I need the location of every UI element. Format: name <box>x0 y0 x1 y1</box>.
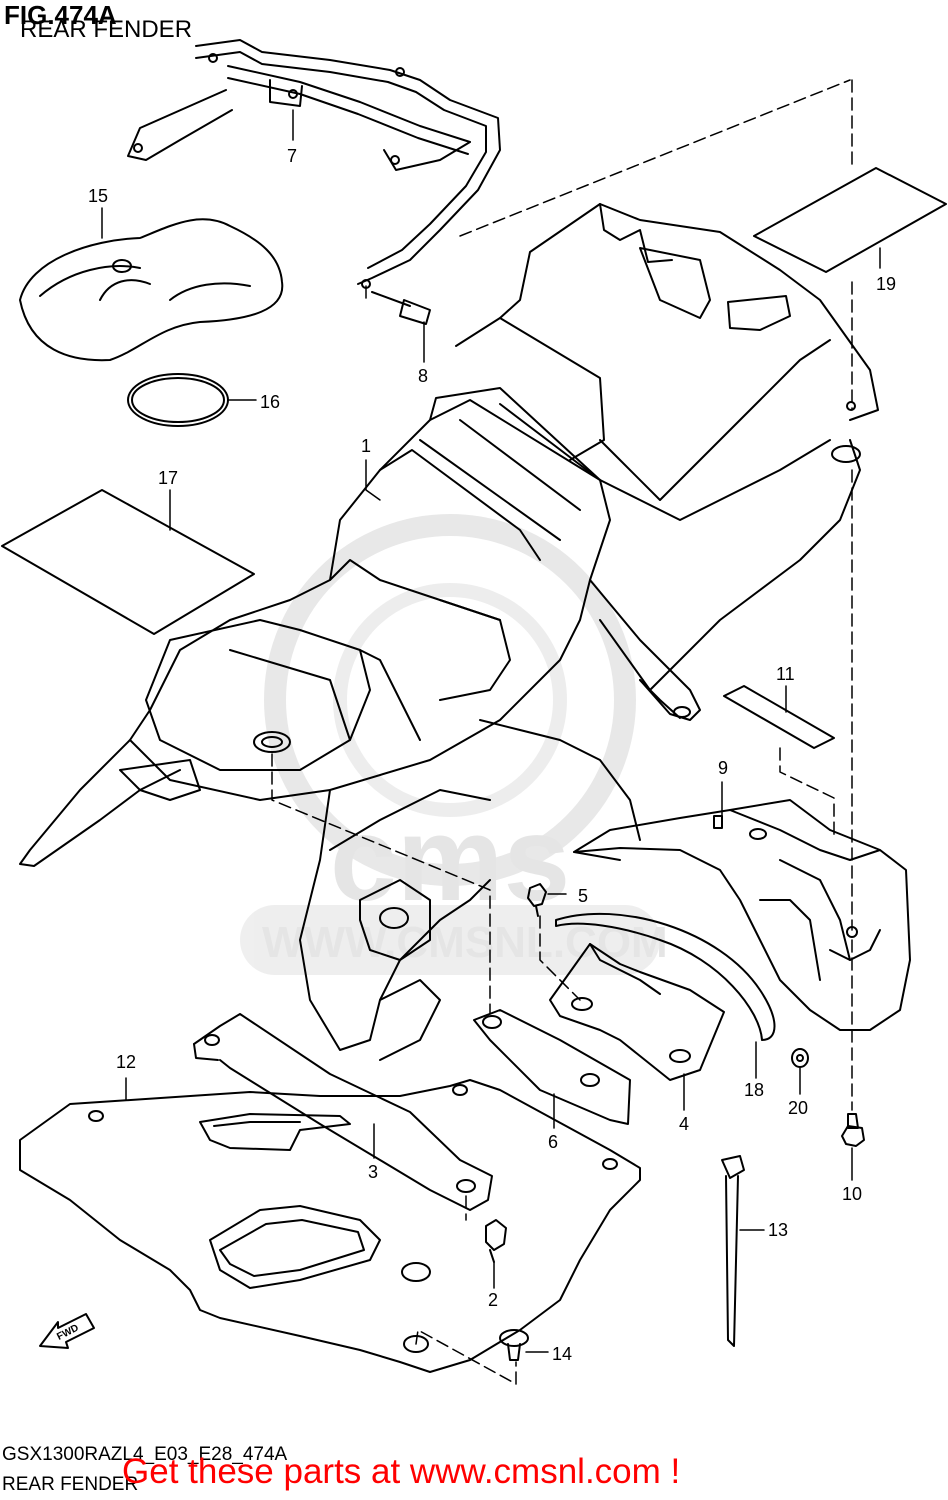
callout-11: 11 <box>776 664 795 684</box>
callout-6: 6 <box>548 1132 558 1152</box>
callout-10: 10 <box>842 1184 862 1204</box>
fwd-label: FWD <box>55 1323 80 1343</box>
figure-subtitle: REAR FENDER <box>20 16 193 43</box>
part-17-sheet <box>1 489 255 635</box>
callout-15: 15 <box>88 186 108 206</box>
callout-9: 9 <box>718 758 728 778</box>
figure-title: FIG.474A <box>4 0 117 30</box>
part-18-strip <box>555 912 776 1041</box>
callout-17: 17 <box>158 468 178 488</box>
callout-7: 7 <box>287 146 297 166</box>
callout-19: 19 <box>876 274 896 294</box>
section-name: REAR FENDER <box>2 1474 139 1495</box>
part-10-bolt <box>841 1113 865 1147</box>
callout-14: 14 <box>552 1344 572 1364</box>
callout-2: 2 <box>488 1290 498 1310</box>
callout-12: 12 <box>116 1052 136 1072</box>
part-3-bracket <box>193 1013 493 1211</box>
part-4-bracket <box>549 943 725 1081</box>
part-12-tray <box>19 1079 641 1373</box>
part-8-bolt <box>371 291 431 325</box>
watermark-logo: cms <box>330 792 570 926</box>
callout-1: 1 <box>361 436 371 456</box>
dashed-guides <box>271 79 853 1385</box>
part-16-oring <box>127 373 229 427</box>
part-20-washer <box>791 1048 809 1068</box>
part-19-sheet <box>753 167 947 273</box>
part-5-clip <box>527 883 547 917</box>
callout-3: 3 <box>368 1162 378 1182</box>
part-11-pad <box>723 685 835 749</box>
part-1-fender <box>19 203 879 1061</box>
part-7-frame <box>127 39 501 289</box>
part-14-rivet <box>499 1329 529 1361</box>
callout-20: 20 <box>788 1098 808 1118</box>
callout-18: 18 <box>744 1080 764 1100</box>
part-6-plate <box>473 1009 631 1125</box>
leader-lines <box>101 109 881 1353</box>
callout-8: 8 <box>418 366 428 386</box>
model-code: GSX1300RAZL4_E03_E28_474A <box>2 1444 288 1465</box>
callout-16: 16 <box>260 392 280 412</box>
part-2-bolt <box>485 1219 507 1263</box>
callout-numbers: 1 2 3 4 5 6 7 8 9 10 11 12 13 14 15 16 1… <box>55 146 896 1364</box>
part-15-cushion <box>19 218 284 362</box>
fwd-arrow-icon <box>39 1313 95 1349</box>
callout-4: 4 <box>679 1114 689 1134</box>
callout-13: 13 <box>768 1220 788 1240</box>
callout-5: 5 <box>578 886 588 906</box>
promo-link[interactable]: Get these parts at www.cmsnl.com ! <box>122 1452 681 1491</box>
part-13-tie <box>721 1155 745 1347</box>
part-9-bracket <box>573 799 911 1031</box>
